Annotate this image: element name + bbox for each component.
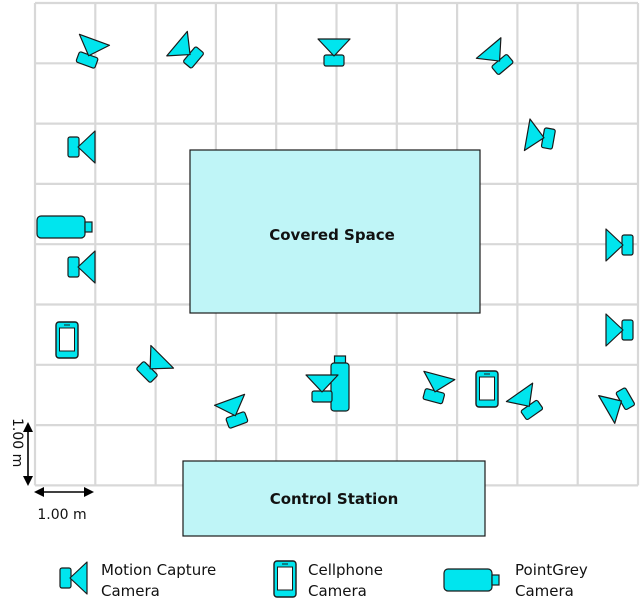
legend-cellphone-line1: Cellphone <box>308 561 383 579</box>
scale-label-horizontal: 1.00 m <box>37 507 86 523</box>
legend-item-motion-capture: Motion Capture Camera <box>59 561 216 600</box>
motion-capture-camera-icon <box>67 130 96 164</box>
cellphone-icon <box>55 321 79 359</box>
covered-space-label: Covered Space <box>269 226 395 244</box>
pointgrey-camera-icon <box>443 568 500 592</box>
scale-bar-vertical <box>23 422 33 486</box>
motion-capture-camera-icon <box>131 344 175 388</box>
control-station-area: Control Station <box>182 460 486 537</box>
motion-capture-camera-icon <box>67 250 96 284</box>
scale-label-vertical: 1.00 m <box>9 418 25 467</box>
legend: Motion Capture Camera Cellphone Camera P… <box>59 560 588 600</box>
pointgrey-camera-icon <box>36 215 93 239</box>
motion-capture-camera-icon <box>69 33 111 72</box>
motion-capture-camera-icon <box>317 38 351 67</box>
control-station-label: Control Station <box>270 490 399 508</box>
legend-motion-capture-line2: Camera <box>101 582 160 600</box>
motion-capture-camera-icon <box>59 561 88 595</box>
motion-capture-camera-icon <box>416 370 456 407</box>
motion-capture-camera-icon <box>475 37 519 80</box>
covered-space-area: Covered Space <box>189 149 481 314</box>
legend-item-cellphone: Cellphone Camera <box>273 560 383 600</box>
legend-pointgrey-line2: Camera <box>515 582 574 600</box>
motion-capture-camera-icon <box>605 313 634 347</box>
motion-capture-camera-icon <box>605 228 634 262</box>
legend-cellphone-line2: Camera <box>308 582 367 600</box>
legend-pointgrey-line1: PointGrey <box>515 561 588 579</box>
cellphone-icon <box>475 370 499 408</box>
motion-capture-camera-icon <box>505 382 549 425</box>
scale-bar-horizontal <box>34 487 94 497</box>
motion-capture-camera-icon <box>166 30 209 74</box>
cellphone-icon <box>273 560 297 598</box>
legend-motion-capture-line1: Motion Capture <box>101 561 216 579</box>
legend-item-pointgrey: PointGrey Camera <box>443 561 588 600</box>
pointgrey-camera-icon <box>330 355 350 412</box>
motion-capture-camera-icon <box>598 381 639 424</box>
